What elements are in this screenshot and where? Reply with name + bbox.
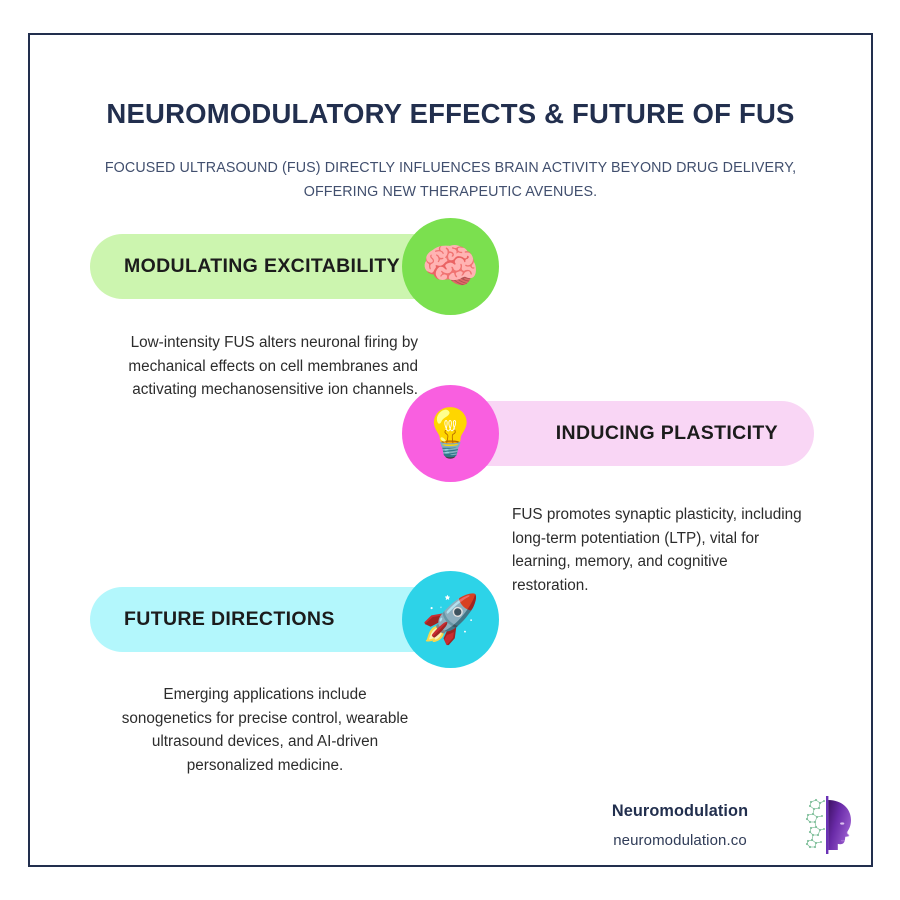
rocket-icon: 🚀	[402, 571, 499, 668]
section-3-label: FUTURE DIRECTIONS	[124, 608, 335, 630]
header: NEUROMODULATORY EFFECTS & FUTURE OF FUS …	[30, 97, 871, 204]
brain-icon-glyph: 🧠	[421, 239, 480, 294]
section-2-label: INDUCING PLASTICITY	[555, 422, 778, 444]
section-2-body: FUS promotes synaptic plasticity, includ…	[512, 506, 802, 595]
section-3-body: Emerging applications include sonogeneti…	[121, 686, 409, 775]
section-1-pill[interactable]: MODULATING EXCITABILITY	[90, 234, 447, 299]
footer-branding: Neuromodulation neuromodulation.co	[575, 795, 865, 855]
lightbulb-icon-glyph: 💡	[421, 406, 480, 461]
section-1-body: Low-intensity FUS alters neuronal firing…	[128, 334, 418, 399]
section-2-pill[interactable]: INDUCING PLASTICITY	[452, 401, 814, 466]
rocket-icon-glyph: 🚀	[421, 592, 480, 647]
head-profile-molecule-logo	[805, 796, 851, 854]
lightbulb-icon: 💡	[402, 385, 499, 482]
brand-text-block: Neuromodulation neuromodulation.co	[575, 801, 789, 849]
brand-url[interactable]: neuromodulation.co	[613, 832, 747, 850]
content-frame: NEUROMODULATORY EFFECTS & FUTURE OF FUS …	[28, 33, 873, 867]
brain-icon: 🧠	[402, 218, 499, 315]
section-1-label: MODULATING EXCITABILITY	[124, 255, 400, 277]
section-3-pill[interactable]: FUTURE DIRECTIONS	[90, 587, 447, 652]
page-subtitle: FOCUSED ULTRASOUND (FUS) DIRECTLY INFLUE…	[104, 160, 797, 200]
brand-name: Neuromodulation	[611, 801, 749, 820]
page-title: NEUROMODULATORY EFFECTS & FUTURE OF FUS	[106, 98, 795, 129]
